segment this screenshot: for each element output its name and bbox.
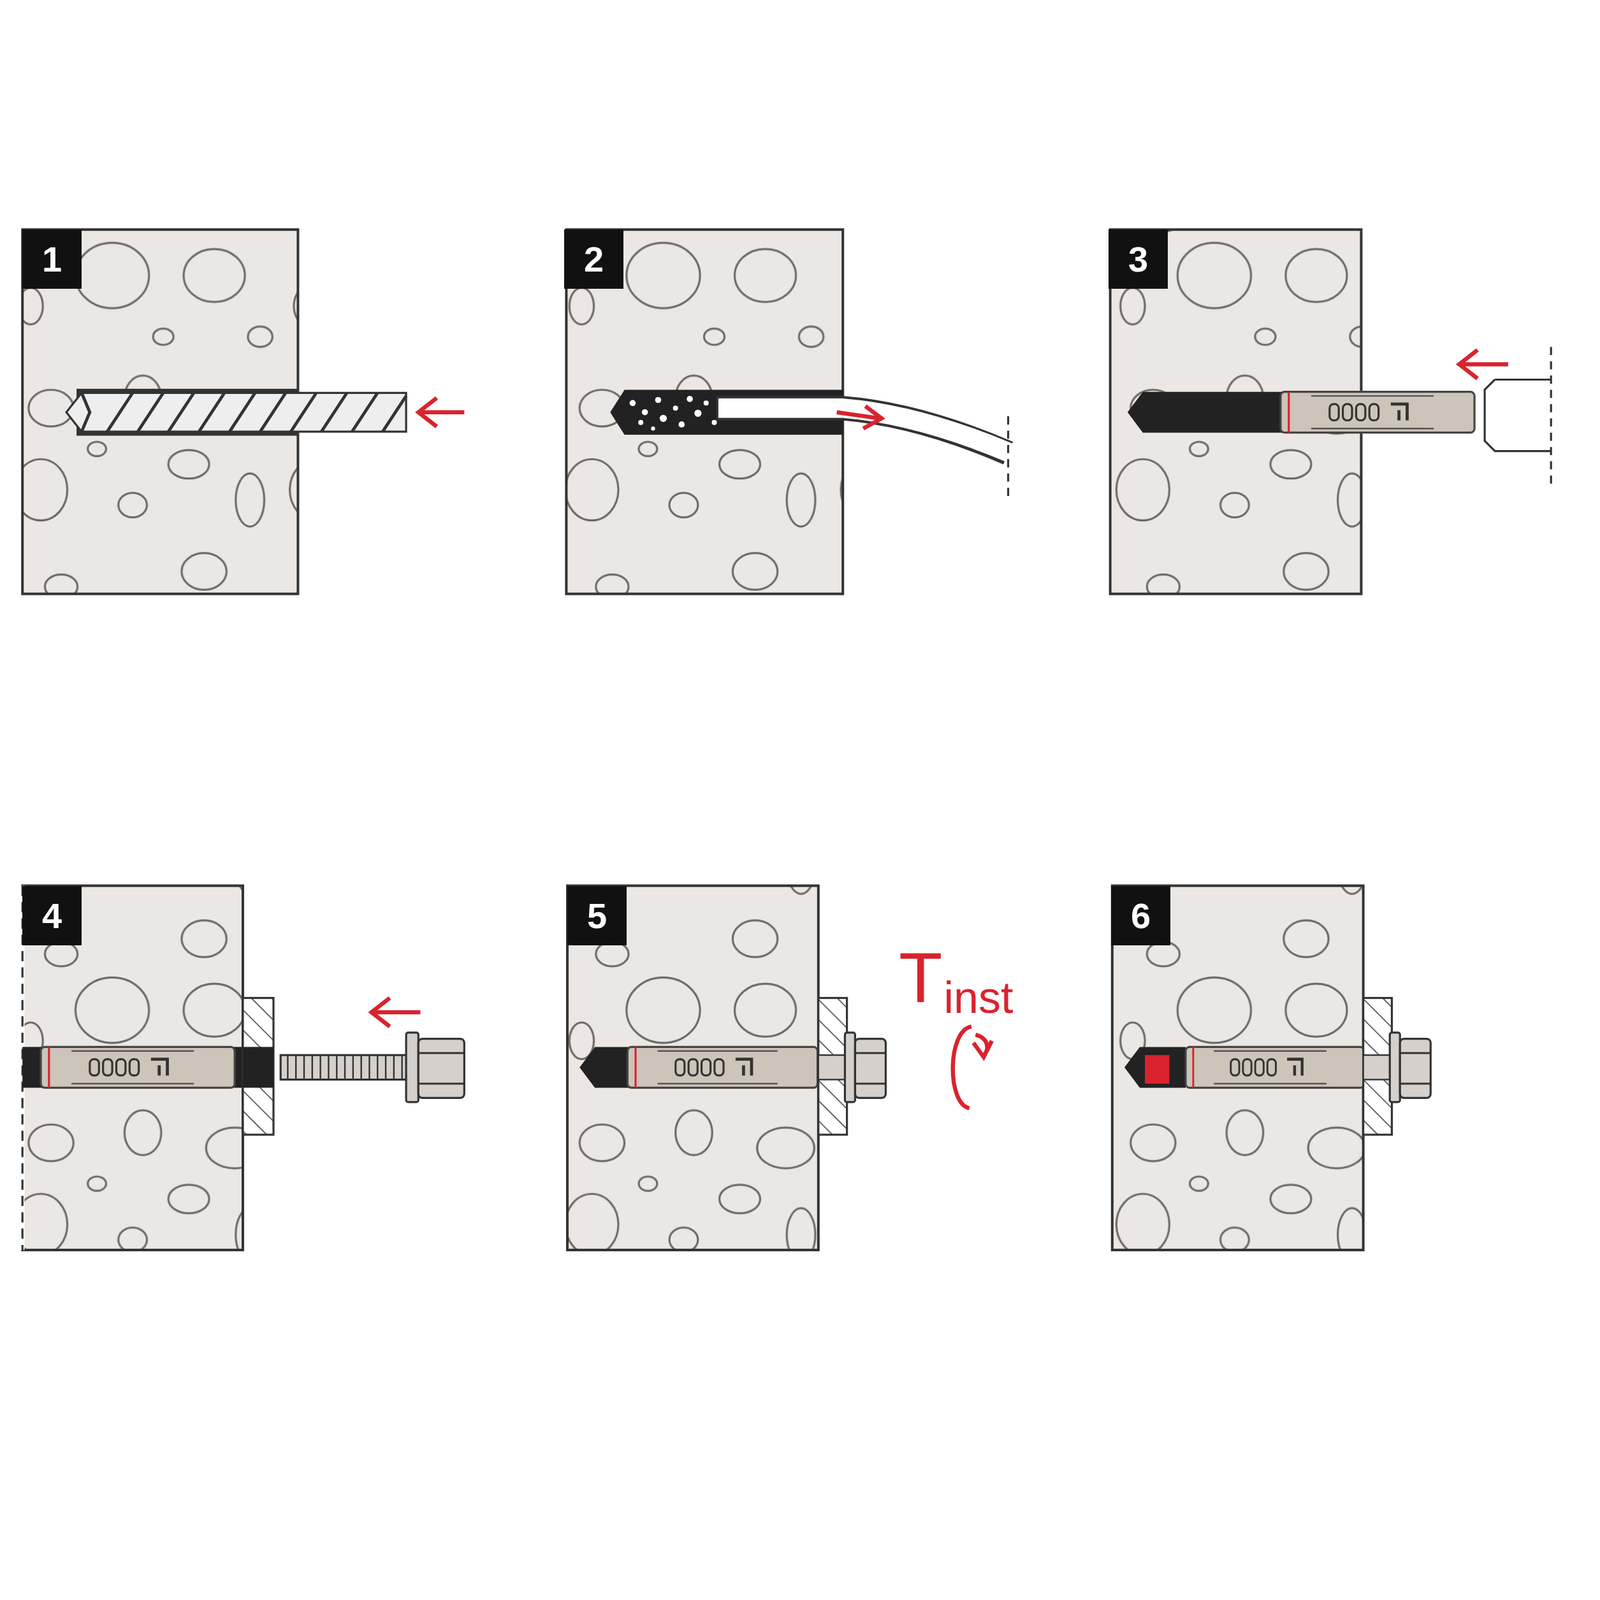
torque-symbol: T	[898, 942, 943, 1014]
torque-subscript: inst	[943, 975, 1013, 1020]
step-number: 1	[42, 238, 62, 280]
step-number-box: 1	[22, 229, 82, 289]
step-number: 2	[583, 238, 604, 280]
step-number-box: 5	[567, 886, 627, 946]
step-number-box: 2	[564, 229, 624, 289]
step-number: 6	[1130, 894, 1151, 937]
step-number-box: 3	[1108, 229, 1168, 289]
step-number: 5	[587, 894, 607, 937]
step-number: 3	[1128, 238, 1149, 280]
step-number-box: 6	[1111, 886, 1171, 946]
step-number: 4	[42, 894, 62, 937]
step-number-box: 4	[22, 886, 82, 946]
